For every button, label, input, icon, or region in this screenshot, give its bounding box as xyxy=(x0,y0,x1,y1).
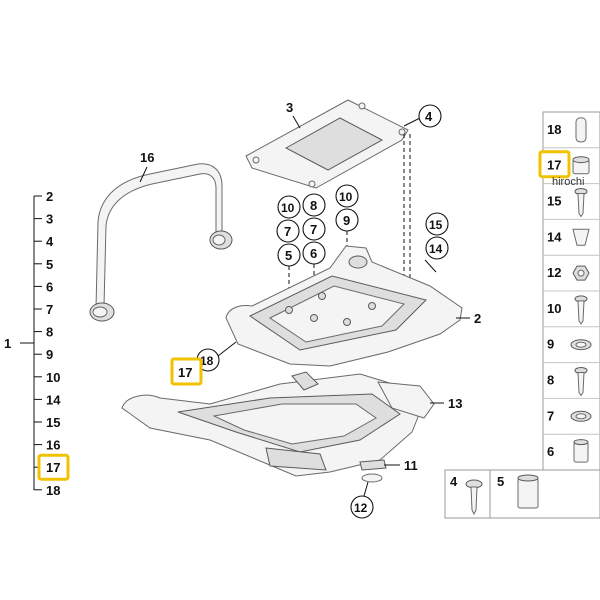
callout-4: 4 xyxy=(425,109,433,124)
right-row-label: 14 xyxy=(547,229,562,244)
spacer-sleeve-icon xyxy=(517,474,539,509)
list-item: 16 xyxy=(46,438,60,453)
list-item: 8 xyxy=(46,325,53,340)
watermark: hirochi xyxy=(552,176,584,188)
part-13-lower-frame xyxy=(121,371,435,477)
callout-6: 6 xyxy=(310,246,317,261)
callout-2: 2 xyxy=(474,311,481,326)
part-17-icon xyxy=(572,156,590,175)
bottom-item-4: 4 xyxy=(450,474,458,489)
highlight-box xyxy=(538,150,571,179)
list-item: 2 xyxy=(46,189,53,204)
callout-10b: 10 xyxy=(339,190,353,204)
part-10-icon xyxy=(574,295,588,325)
callout-8: 8 xyxy=(310,198,317,213)
right-row-label: 9 xyxy=(547,337,554,352)
right-row-label: 15 xyxy=(547,194,561,209)
part-16-handle xyxy=(89,163,233,322)
callout-12: 12 xyxy=(354,501,368,515)
part-11-clip xyxy=(359,459,387,483)
part-2-carrier-plate xyxy=(225,245,463,367)
part-14-icon xyxy=(572,228,590,246)
callout-7a: 7 xyxy=(284,224,291,239)
list-item: 6 xyxy=(46,279,53,294)
callout-3: 3 xyxy=(286,100,293,115)
right-row-label: 6 xyxy=(547,444,554,459)
callout-16: 16 xyxy=(140,150,154,165)
highlight-box xyxy=(37,453,70,481)
callout-5: 5 xyxy=(285,248,292,263)
part-15-icon xyxy=(574,188,588,218)
right-row-label: 18 xyxy=(547,122,561,137)
part-8-icon xyxy=(574,367,588,397)
list-item: 4 xyxy=(46,234,54,249)
list-item: 15 xyxy=(46,415,60,430)
list-item: 17 xyxy=(46,460,60,475)
callout-13: 13 xyxy=(448,396,462,411)
fastener-callouts: 10 8 10 7 7 9 5 6 15 14 xyxy=(276,184,449,322)
list-item: 18 xyxy=(46,483,60,498)
part-12-icon xyxy=(572,265,590,281)
callout-9: 9 xyxy=(343,213,350,228)
bottom-parts-box: 4 5 xyxy=(444,469,600,519)
list-item: 7 xyxy=(46,302,53,317)
callout-10a: 10 xyxy=(281,201,295,215)
list-item: 5 xyxy=(46,257,53,272)
callout-17: 17 xyxy=(178,365,192,380)
callout-18: 18 xyxy=(200,354,214,368)
right-row-label: 7 xyxy=(547,408,554,423)
right-row-label: 17 xyxy=(547,158,561,173)
left-parts-list: 1 2 3 4 5 6 7 8 9 10 14 15 16 17 18 xyxy=(4,189,70,498)
part-6-icon xyxy=(573,439,589,463)
callout-15: 15 xyxy=(429,218,443,232)
list-item: 14 xyxy=(46,392,61,407)
screw-icon xyxy=(465,479,483,516)
right-row-label: 10 xyxy=(547,301,561,316)
group-label: 1 xyxy=(4,336,11,351)
right-parts-column: 18 17 15 14 12 10 9 8 7 6 xyxy=(538,111,600,471)
list-item: 10 xyxy=(46,370,60,385)
right-row-label: 8 xyxy=(547,373,554,388)
list-item: 3 xyxy=(46,212,53,227)
list-item: 9 xyxy=(46,347,53,362)
part-7-icon xyxy=(570,410,592,422)
callout-7b: 7 xyxy=(310,222,317,237)
right-row-label: 12 xyxy=(547,265,561,280)
bottom-item-5: 5 xyxy=(497,474,504,489)
part-9-icon xyxy=(570,339,592,351)
callout-14: 14 xyxy=(429,242,443,256)
callout-11: 11 xyxy=(404,458,418,473)
part-18-icon xyxy=(575,117,587,143)
part-3-cover-plate xyxy=(245,99,409,189)
